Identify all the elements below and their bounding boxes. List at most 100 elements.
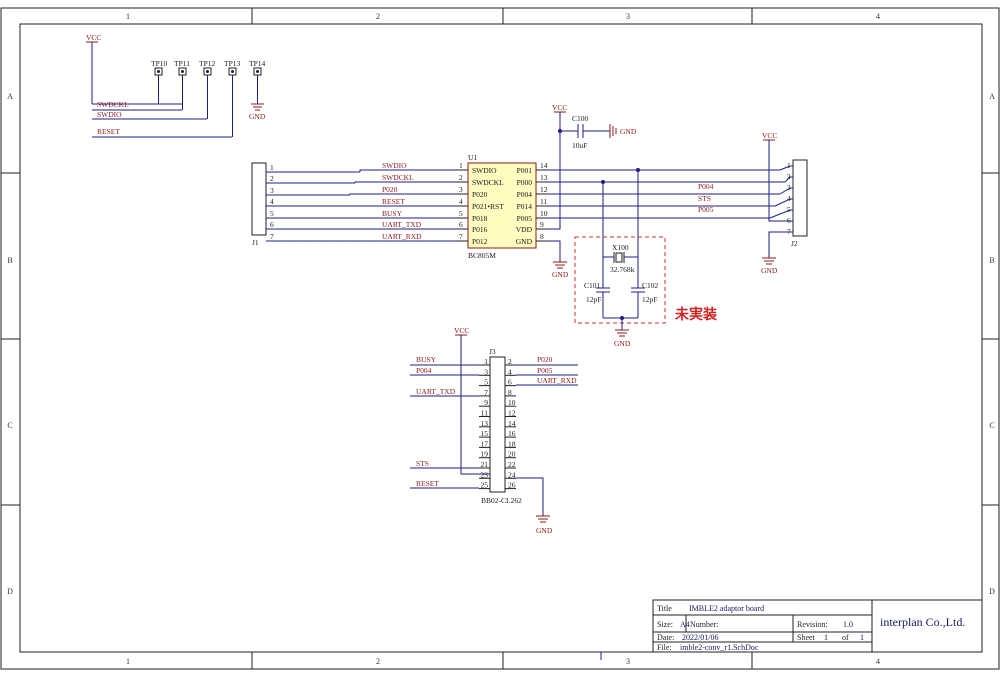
tp-net-swdio: SWDIO [97, 110, 122, 119]
c101-value: 12pF [586, 295, 601, 304]
col-label-2-bottom: 2 [376, 657, 380, 666]
connector-j1: J1 1 2 3 4 5 6 7 [251, 162, 360, 247]
j3-pin-number: 4 [508, 367, 512, 376]
c101-designator: C101 [584, 281, 601, 290]
svg-text:7: 7 [459, 232, 463, 241]
svg-text:P016: P016 [472, 225, 488, 234]
svg-text:TP13: TP13 [224, 59, 241, 68]
j3-pin-number: 14 [508, 419, 516, 428]
testpoint-tp11: TP11 [174, 59, 190, 110]
svg-text:SWDIO: SWDIO [472, 166, 497, 175]
vcc-label-u1: VCC [552, 103, 567, 112]
row-label-a-right: A [989, 92, 995, 101]
gnd-label-j3: GND [536, 526, 553, 535]
svg-text:GND: GND [552, 270, 569, 279]
c100-section: VCC C100 10uF GND [552, 103, 637, 150]
j3-pin-number: 22 [508, 460, 516, 469]
col-label-3-bottom: 3 [626, 657, 630, 666]
frame-labels: 1 2 3 4 1 2 3 4 A B C D A B C D [7, 12, 995, 666]
j3-pin-number: 5 [484, 378, 488, 387]
gnd-label-j2: GND [761, 266, 778, 275]
j3-pin-number: 23 [481, 470, 489, 479]
j3-part: BB02-CL262 [481, 496, 522, 505]
c102-value: 12pF [642, 295, 657, 304]
svg-text:P021•RST: P021•RST [472, 202, 504, 211]
ic-u1: U1 BC805M SWDIO SWDCKL P020 P021•RST P01… [456, 153, 548, 260]
j3-pin-number: 1 [484, 357, 488, 366]
revision-value: 1.0 [843, 620, 853, 629]
j3-pins: 1357911131517192123252468101214161820222… [479, 357, 516, 490]
svg-text:3: 3 [270, 186, 274, 195]
col-label-3-top: 3 [626, 12, 630, 21]
testpoint-section: VCC SWDCKL SWDIO RESET TP10 TP11 TP12 TP… [86, 33, 266, 138]
svg-text:GND: GND [516, 237, 533, 246]
row-label-b-left: B [7, 256, 12, 265]
col-label-1-bottom: 1 [126, 657, 130, 666]
net-sts-j2: STS [698, 194, 711, 203]
svg-text:8: 8 [540, 232, 544, 241]
u1-designator: U1 [468, 153, 477, 162]
svg-text:5: 5 [787, 205, 791, 214]
svg-text:2: 2 [459, 173, 463, 182]
svg-text:P018: P018 [472, 214, 488, 223]
connector-j3: J3 BB02-CL262 VCC [454, 326, 522, 505]
svg-text:TP10: TP10 [151, 59, 168, 68]
wires-u1-j2 [548, 116, 785, 262]
j3-pin-number: 9 [484, 398, 488, 407]
date-label: Date: [657, 633, 674, 642]
svg-text:4: 4 [787, 194, 791, 203]
x100-value: 32.768k [610, 265, 635, 274]
svg-text:1: 1 [270, 163, 274, 172]
svg-text:P020: P020 [472, 190, 488, 199]
row-label-d-left: D [7, 587, 13, 596]
sheet-frame [0, 7, 1000, 670]
net-uart-rxd-j3: UART_RXD [537, 376, 577, 385]
svg-text:4: 4 [270, 197, 274, 206]
row-label-b-right: B [989, 256, 994, 265]
net-uart-txd-u1: UART_TXD [382, 220, 422, 229]
svg-text:10: 10 [540, 209, 548, 218]
title-block: Title IMBLE2 adaptor board Size: A4 Numb… [652, 599, 983, 653]
c100-designator: C100 [572, 114, 589, 123]
svg-text:P004: P004 [517, 190, 533, 199]
j3-pin-number: 6 [508, 378, 512, 387]
net-uart-txd-j3: UART_TXD [416, 387, 456, 396]
j3-wires: GND [410, 364, 578, 535]
dnp-note: 未実装 [675, 306, 718, 323]
net-swdio-u1: SWDIO [382, 161, 407, 170]
j3-pin-number: 18 [508, 439, 516, 448]
svg-text:5: 5 [459, 209, 463, 218]
file-label: File: [657, 643, 672, 652]
svg-text:P001: P001 [517, 166, 533, 175]
svg-text:P014: P014 [517, 202, 533, 211]
testpoint-tp14: TP14 GND [249, 59, 266, 121]
svg-text:14: 14 [540, 161, 548, 170]
svg-text:13: 13 [540, 173, 548, 182]
file-value: imble2-conv_r1.SchDoc [680, 643, 759, 652]
j3-net-labels: BUSY P004 UART_TXD STS RESET P020 P005 U… [416, 355, 577, 488]
net-p005-j3: P005 [537, 366, 553, 375]
gnd-label-crystal: GND [614, 339, 631, 348]
j2-designator: J2 [791, 239, 798, 248]
svg-text:6: 6 [459, 220, 463, 229]
tp-net-swdckl: SWDCKL [97, 100, 129, 109]
j3-designator: J3 [489, 347, 496, 356]
company-name: interplan Co.,Ltd. [880, 615, 965, 629]
crystal-section: X100 32.768k C101 12pF C102 12pF GND 未実装 [574, 236, 718, 348]
u1-part: BC805M [468, 251, 496, 260]
row-label-c-right: C [989, 421, 994, 430]
testpoint-tp10: TP10 [151, 59, 168, 104]
vcc-label-tp: VCC [86, 33, 101, 42]
svg-text:P000: P000 [517, 178, 533, 187]
net-p020-u1: P020 [382, 185, 398, 194]
title-label: Title [657, 604, 672, 613]
j3-pin-number: 10 [508, 398, 516, 407]
j3-pin-number: 8 [508, 388, 512, 397]
svg-text:5: 5 [270, 209, 274, 218]
svg-text:TP14: TP14 [249, 59, 266, 68]
sheet-label: Sheet [797, 633, 816, 642]
svg-text:TP11: TP11 [174, 59, 190, 68]
net-busy-u1: BUSY [382, 209, 403, 218]
svg-text:1: 1 [787, 161, 791, 170]
date-value: 2022/01/06 [682, 633, 718, 642]
